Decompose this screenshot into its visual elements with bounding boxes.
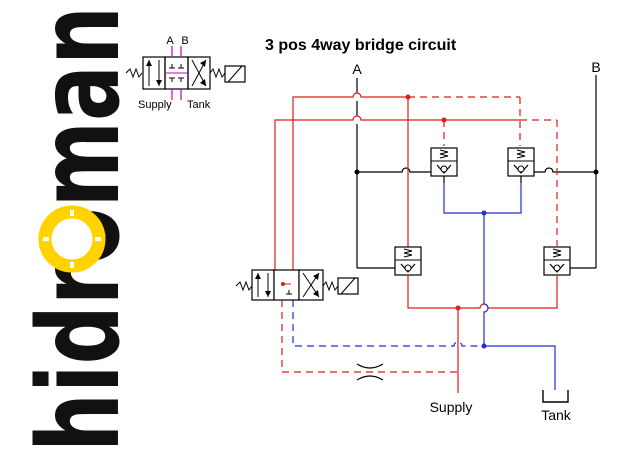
port-b-label: B	[591, 59, 600, 75]
pilot-lines	[281, 96, 558, 373]
tank-icon	[542, 390, 569, 403]
pilot-check-valve-lower-right	[543, 246, 571, 283]
legend-tank-label: Tank	[187, 99, 211, 111]
main-directional-valve	[235, 269, 359, 301]
diagram-title: 3 pos 4way bridge circuit	[265, 37, 457, 54]
pilot-check-valve-lower-left	[394, 246, 422, 283]
legend-port-b-label: B	[181, 35, 188, 47]
legend-valve-symbol	[125, 46, 246, 100]
pilot-check-valve-upper-left	[430, 147, 458, 183]
supply-label: Supply	[430, 399, 473, 415]
pilot-check-valve-upper-right	[507, 147, 535, 183]
port-a-label: A	[352, 61, 362, 77]
brand-logo-ring-icon	[38, 205, 106, 273]
legend-port-a-label: A	[166, 35, 174, 47]
work-lines	[356, 75, 597, 269]
legend-supply-label: Supply	[138, 99, 172, 111]
pressure-lines	[274, 92, 558, 393]
return-pilot-line	[292, 300, 484, 347]
orifice-icon	[356, 363, 384, 381]
return-lines	[443, 183, 556, 390]
tank-label: Tank	[541, 407, 572, 423]
